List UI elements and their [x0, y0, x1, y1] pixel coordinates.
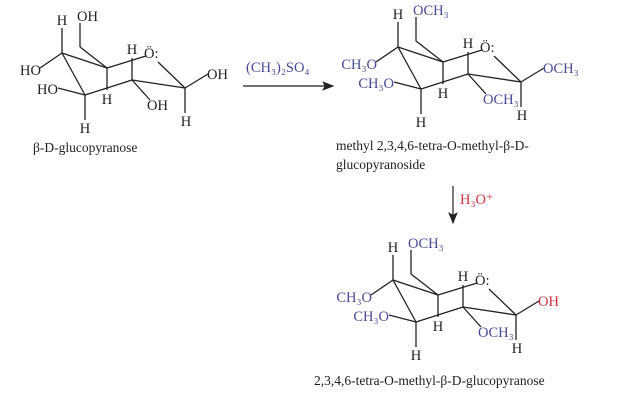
atom-label-c5-h: H	[438, 86, 449, 102]
bond	[39, 52, 63, 69]
bond	[437, 282, 478, 296]
atom-label-c3-sub: CH₃O	[358, 76, 394, 92]
bond	[375, 46, 399, 63]
molecule-caption: 2,3,4,6-tetra-O-methyl-β-D-glucopyranose	[314, 373, 545, 388]
atom-label-c5-h: H	[102, 92, 113, 108]
bond	[393, 81, 422, 90]
atom-label-c2-h: H	[458, 269, 469, 285]
atom-label-c5-h: H	[433, 319, 444, 335]
bond	[392, 279, 417, 323]
bond	[442, 49, 483, 63]
hydrolysis-arrow: H₃O⁺	[448, 186, 494, 225]
bond	[184, 73, 209, 89]
atom-label-c1-h: H	[512, 341, 523, 357]
atom-label-c6-sub: OCH₃	[413, 3, 449, 19]
atom-label-c3-sub: HO	[37, 82, 58, 98]
atom-label-c2-sub: OCH₃	[478, 325, 514, 341]
atom-label-c3-sub: CH₃O	[353, 309, 389, 325]
bond	[515, 300, 540, 316]
atom-label-ring-o: Ö:	[475, 272, 490, 289]
bond	[392, 279, 439, 296]
reagent-hydronium: H₃O⁺	[460, 192, 494, 208]
bond	[84, 79, 133, 96]
atom-label-c3-h: H	[416, 115, 427, 131]
atom-label-c2-h: H	[463, 36, 474, 52]
bond	[397, 46, 422, 90]
atom-label-c4-sub: HO	[20, 63, 41, 79]
bond	[61, 52, 86, 96]
atom-label-c4-h: H	[388, 240, 399, 256]
atom-label-c4-h: H	[57, 13, 68, 29]
bond	[415, 306, 464, 323]
bond	[388, 314, 417, 323]
atom-label-ring-o: Ö:	[144, 45, 159, 62]
bond	[420, 73, 469, 90]
atom-label-ring-o: Ö:	[480, 39, 495, 56]
atom-label-c2-h: H	[127, 42, 138, 58]
bond	[131, 79, 151, 101]
molecule-caption: methyl 2,3,4,6-tetra-O-methyl-β-D-	[336, 138, 529, 153]
atom-label-c2-sub: OH	[147, 98, 168, 114]
atom-label-c4-sub: CH₃O	[336, 290, 372, 306]
bond	[410, 273, 439, 296]
bond	[61, 52, 108, 69]
bond	[370, 279, 394, 296]
methylation-arrow: (CH₃)₂SO₄	[243, 60, 335, 91]
atom-label-c3-h: H	[411, 348, 422, 364]
bond	[520, 67, 545, 83]
molecule-caption: β-D-glucopyranose	[33, 140, 137, 155]
reagent-dimethyl-sulfate: (CH₃)₂SO₄	[246, 60, 310, 76]
atom-label-c1-h: H	[181, 114, 192, 130]
bond	[397, 46, 444, 63]
atom-label-c1-sub: OH	[207, 67, 228, 83]
atom-label-c6-sub: OH	[77, 9, 98, 25]
atom-label-c1-sub: OCH₃	[543, 61, 579, 77]
atom-label-c6-sub: OCH₃	[408, 236, 444, 252]
bond	[462, 306, 482, 328]
molecule-caption: glucopyranoside	[336, 157, 425, 172]
bond	[462, 306, 517, 316]
atom-label-c4-h: H	[393, 7, 404, 23]
bond	[131, 79, 186, 89]
atom-label-c4-sub: CH₃O	[341, 57, 377, 73]
atom-label-c3-h: H	[80, 121, 91, 137]
atom-label-c2-sub: OCH₃	[483, 92, 519, 108]
atom-label-c1-h: H	[517, 108, 528, 124]
atom-label-c1-sub: OH	[538, 294, 559, 310]
bond	[488, 288, 517, 316]
bond	[493, 55, 522, 83]
bond	[57, 87, 86, 96]
bond	[467, 73, 487, 95]
bond	[106, 55, 147, 69]
bond	[467, 73, 522, 83]
bond	[415, 40, 444, 63]
bond	[79, 46, 108, 69]
bond	[157, 61, 186, 89]
